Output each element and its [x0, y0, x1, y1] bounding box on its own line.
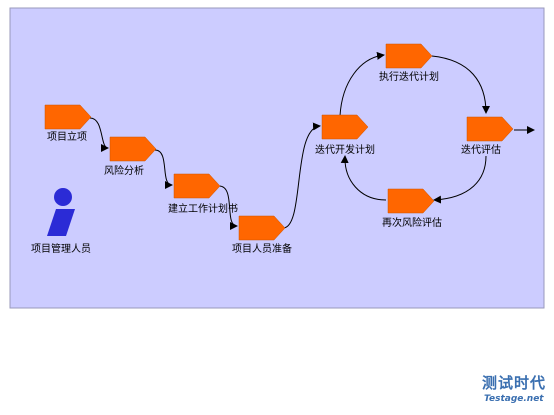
- edge-n7-n8: [433, 155, 487, 204]
- edge-n6-n7: [431, 55, 490, 114]
- edge-n2-n3: [154, 149, 173, 189]
- node-execute-iteration-plan: 执行迭代计划: [379, 43, 439, 83]
- node-shape: [238, 215, 286, 241]
- node-shape: [387, 188, 435, 214]
- actor-label: 项目管理人员: [31, 242, 91, 255]
- node-shape: [109, 136, 157, 162]
- edge-n5-n6: [339, 51, 385, 117]
- node-shape: [321, 114, 369, 140]
- person-head-icon: [54, 188, 72, 206]
- node-label: 建立工作计划书: [168, 202, 238, 215]
- edge-n3-n4: [218, 185, 238, 230]
- node-label: 迭代评估: [461, 143, 501, 156]
- edge-n4-n5: [282, 122, 321, 229]
- edges: [89, 51, 535, 230]
- node-label: 项目人员准备: [232, 242, 292, 255]
- node-risk-reassessment: 再次风险评估: [382, 188, 442, 229]
- person-icon: [47, 188, 75, 236]
- actor: 项目管理人员: [31, 188, 91, 255]
- node-project-initiation: 项目立项: [44, 104, 92, 143]
- edge-n8-n5: [340, 155, 387, 201]
- watermark-url: Testage.net: [484, 394, 544, 404]
- person-body-icon: [47, 209, 75, 236]
- node-shape: [173, 173, 221, 199]
- node-label: 迭代开发计划: [315, 143, 375, 156]
- node-shape: [44, 104, 92, 130]
- watermark-brand: 测试时代: [482, 374, 546, 392]
- node-staff-preparation: 项目人员准备: [232, 215, 292, 255]
- nodes: 项目立项 风险分析 建立工作计划书 项目人员准备 迭代开发计划 执行迭代计划: [44, 43, 514, 255]
- node-iteration-evaluation: 迭代评估: [461, 116, 514, 156]
- diagram-background: [9, 7, 545, 309]
- node-work-plan: 建立工作计划书: [168, 173, 238, 215]
- watermark-logo: 测试时代 Testage.net: [482, 374, 546, 404]
- edge-n1-n2: [89, 117, 109, 152]
- node-label: 再次风险评估: [382, 216, 442, 229]
- node-iteration-dev-plan: 迭代开发计划: [315, 114, 375, 156]
- node-risk-analysis: 风险分析: [104, 136, 157, 177]
- node-shape: [466, 116, 514, 142]
- node-label: 风险分析: [104, 164, 144, 177]
- node-shape: [385, 43, 433, 69]
- node-label: 执行迭代计划: [379, 70, 439, 83]
- node-label: 项目立项: [47, 130, 87, 143]
